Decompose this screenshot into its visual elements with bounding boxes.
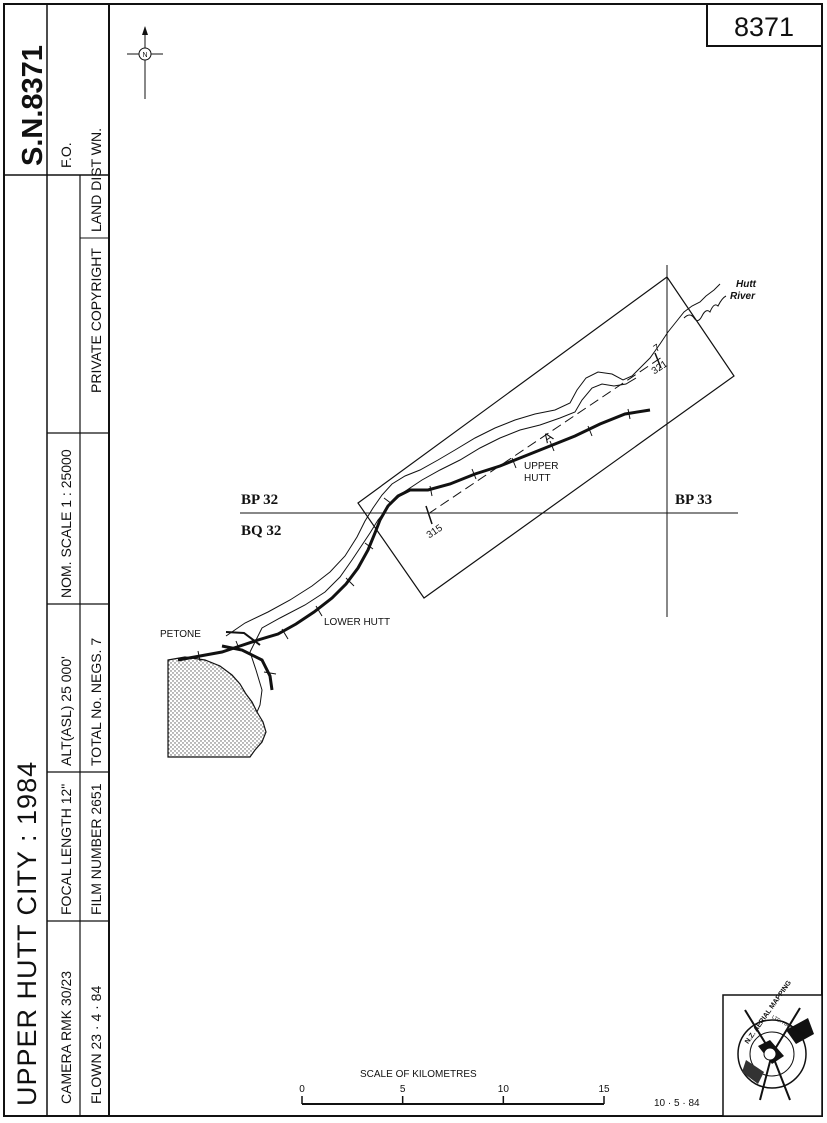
railway-ticks <box>197 408 631 675</box>
flight-line <box>427 356 663 515</box>
nominal-scale: NOM. SCALE 1 : 25000 <box>58 449 74 598</box>
series-number: S.N.8371 <box>17 45 49 166</box>
land-district: LAND DIST WN. <box>88 128 104 232</box>
north-label: N <box>142 52 147 59</box>
flight-line-start-tick <box>425 505 433 525</box>
place-upper-hutt-line1: UPPER <box>524 461 558 472</box>
sheet-number-box <box>706 3 823 47</box>
focal-length: FOCAL LENGTH 12" <box>58 784 74 915</box>
fo-label: F.O. <box>58 142 74 168</box>
total-negs: TOTAL No. NEGS. 7 <box>88 638 104 766</box>
scale-bar: 0 5 10 15 <box>299 1084 610 1105</box>
scale-tick-label: 0 <box>299 1084 305 1095</box>
railway-branch <box>221 644 274 691</box>
camera-info: CAMERA RMK 30/23 <box>58 971 74 1104</box>
river-label-line2: River <box>730 291 756 302</box>
railway-line <box>177 408 651 662</box>
negative-count: 7 <box>652 342 663 354</box>
scale-tick-label: 5 <box>400 1084 406 1095</box>
grid-label-bp33: BP 33 <box>675 492 712 508</box>
sheet-number: 8371 <box>734 12 794 42</box>
flight-line-end-tick <box>654 352 662 369</box>
photo-coverage-rectangle <box>357 276 735 599</box>
place-lower-hutt: LOWER HUTT <box>324 617 390 628</box>
scale-tick-label: 10 <box>498 1084 510 1095</box>
nz-aerial-mapping-logo <box>737 1007 814 1101</box>
railway-spur <box>225 631 261 646</box>
film-number: FILM NUMBER 2651 <box>88 783 104 915</box>
sheet-title: UPPER HUTT CITY : 1984 <box>12 761 42 1106</box>
outer-frame <box>3 3 823 1117</box>
start-frame-number: 315 <box>425 522 445 541</box>
place-upper-hutt-line2: HUTT <box>524 473 551 484</box>
scale-title: SCALE OF KILOMETRES <box>360 1069 477 1080</box>
hutt-river-bank <box>249 377 637 713</box>
north-arrow-icon <box>127 26 163 99</box>
hutt-river-valley <box>225 283 721 637</box>
grid-label-bp32: BP 32 <box>241 492 278 508</box>
date-stamp: 10 · 5 · 84 <box>654 1098 700 1109</box>
altitude: ALT(ASL) 25 000' <box>58 656 74 766</box>
flown-date: FLOWN 23 · 4 · 84 <box>88 986 104 1104</box>
copyright: PRIVATE COPYRIGHT <box>88 248 104 393</box>
river-wiggle <box>683 295 727 322</box>
grid-label-bq32: BQ 32 <box>241 523 281 539</box>
harbour-sea <box>167 656 267 758</box>
place-petone: PETONE <box>160 629 201 640</box>
scale-tick-label: 15 <box>598 1084 610 1095</box>
river-label-line1: Hutt <box>736 279 757 290</box>
